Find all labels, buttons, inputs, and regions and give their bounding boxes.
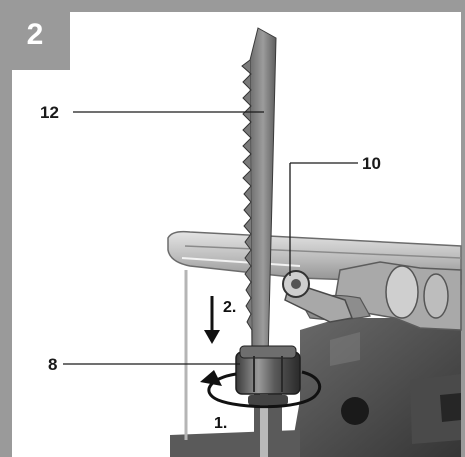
callout-12: 12 xyxy=(40,103,59,122)
callout-8: 8 xyxy=(48,355,58,374)
saw-blade xyxy=(241,27,277,361)
figure-number-badge: 2 xyxy=(0,0,70,70)
guide-roller xyxy=(282,270,354,323)
step-label-2: 2. xyxy=(223,299,237,316)
rotate-arrow xyxy=(200,370,321,409)
plunger-shaft xyxy=(248,392,288,457)
guide-rail xyxy=(167,230,462,331)
push-down-arrow xyxy=(204,296,220,344)
tool-housing xyxy=(170,318,461,457)
step-label-1: 1. xyxy=(214,415,228,432)
callout-10: 10 xyxy=(362,154,381,173)
clamping-nut xyxy=(235,345,301,395)
